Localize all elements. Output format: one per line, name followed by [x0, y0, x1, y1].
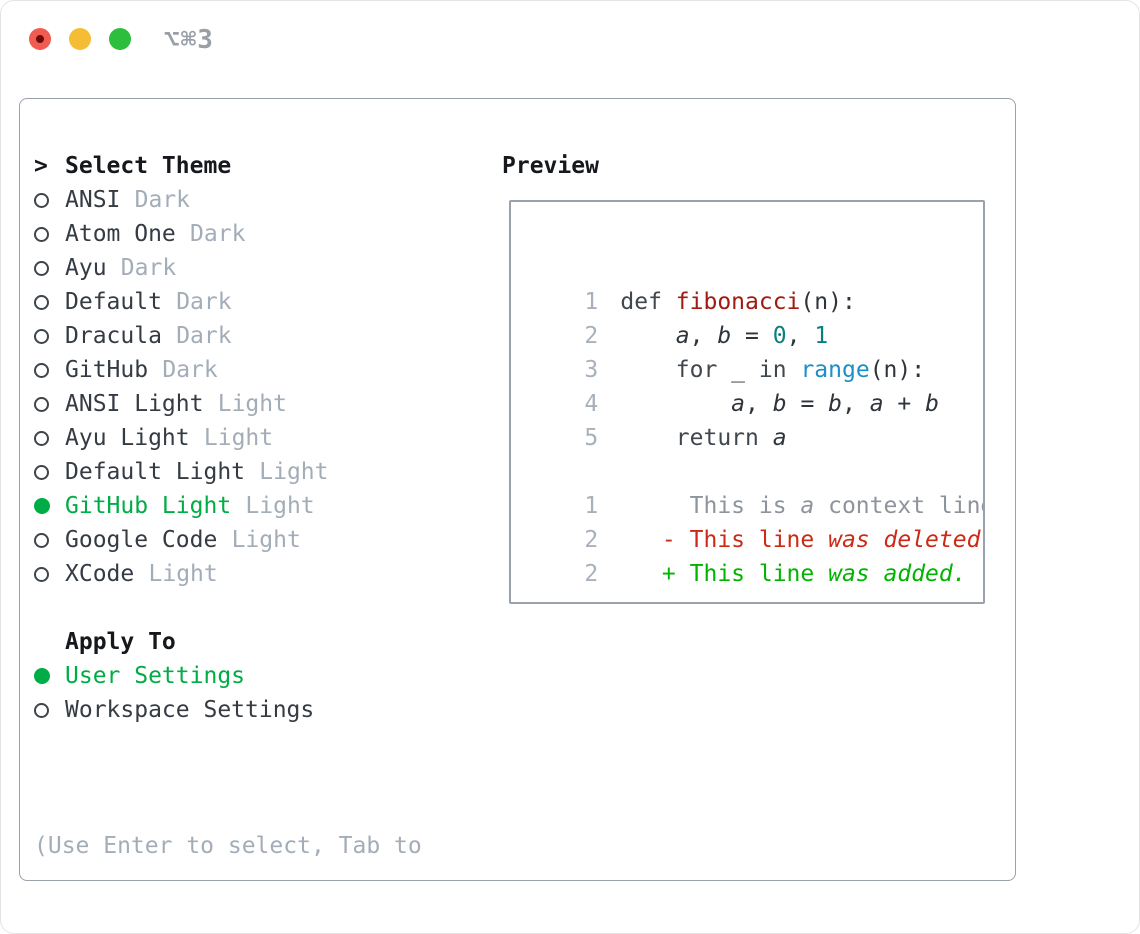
radio-icon: [34, 294, 49, 310]
window-titlebar: ⌥⌘3: [1, 1, 1139, 77]
radio-icon: [34, 430, 49, 446]
theme-name: Google Code: [65, 527, 218, 553]
apply-to-header: Apply To: [34, 625, 484, 659]
theme-variant-tag: Light: [217, 391, 287, 417]
line-number: 4: [584, 391, 599, 417]
theme-option[interactable]: Default Light Light: [34, 455, 484, 489]
close-button[interactable]: [29, 28, 51, 50]
radio-icon: [34, 668, 50, 684]
theme-name: ANSI Light: [65, 391, 204, 417]
code-line: 5 return a: [529, 387, 983, 451]
radio-icon: [34, 498, 50, 514]
theme-selector-column: > Select Theme ANSI Dark Atom One Dark A…: [34, 149, 484, 933]
line-number: 2: [584, 527, 599, 553]
code-line: 2 - This line was deleted.: [529, 489, 983, 553]
close-dot-icon: [36, 35, 44, 43]
window-title: ⌥⌘3: [164, 25, 214, 55]
theme-variant-tag: Dark: [134, 187, 191, 213]
radio-icon: [34, 702, 49, 718]
theme-name: ANSI: [65, 187, 121, 213]
theme-option[interactable]: Dracula Dark: [34, 319, 484, 353]
radio-icon: [34, 396, 49, 412]
section-gap: [34, 727, 484, 761]
line-number: 1: [584, 493, 599, 519]
zoom-button[interactable]: [109, 28, 131, 50]
theme-variant-tag: Dark: [190, 221, 246, 247]
theme-list: ANSI Dark Atom One Dark Ayu Dark Default…: [34, 183, 484, 591]
code-line: 4 a, b = b, a + b: [529, 353, 983, 417]
radio-icon: [34, 566, 49, 582]
theme-variant-tag: Light: [203, 425, 274, 451]
apply-target-label: Workspace Settings: [65, 697, 315, 723]
theme-name: GitHub: [65, 357, 149, 383]
line-number: 5: [584, 425, 599, 451]
code-line: 2 a, b = 0, 1: [529, 285, 983, 349]
theme-name: GitHub Light: [65, 493, 232, 519]
minimize-button[interactable]: [69, 28, 91, 50]
theme-option[interactable]: Default Dark: [34, 285, 484, 319]
theme-name: Default Light: [65, 459, 246, 485]
apply-to-options: User Settings Workspace Settings: [34, 659, 484, 727]
theme-variant-tag: Light: [148, 561, 218, 587]
theme-variant-tag: Dark: [120, 255, 177, 281]
theme-variant-tag: Dark: [162, 357, 218, 383]
theme-option[interactable]: Atom One Dark: [34, 217, 484, 251]
apply-target-option[interactable]: User Settings: [34, 659, 484, 693]
radio-icon: [34, 464, 49, 480]
line-number: 1: [584, 289, 599, 315]
theme-name: Default: [65, 289, 162, 315]
apply-target-label: User Settings: [65, 663, 246, 689]
theme-variant-tag: Dark: [176, 289, 232, 315]
theme-option[interactable]: GitHub Dark: [34, 353, 484, 387]
theme-option[interactable]: Ayu Dark: [34, 251, 484, 285]
theme-option[interactable]: XCode Light: [34, 557, 484, 591]
preview-title: Preview: [502, 153, 599, 179]
selection-cursor-icon: >: [34, 153, 48, 179]
apply-target-option[interactable]: Workspace Settings: [34, 693, 484, 727]
theme-option[interactable]: Google Code Light: [34, 523, 484, 557]
apply-to-title: Apply To: [65, 629, 176, 655]
radio-icon: [34, 328, 49, 344]
theme-list-header: > Select Theme: [34, 149, 484, 183]
hint-text: (Use Enter to select, Tab to change focu…: [34, 761, 484, 933]
radio-icon: [34, 226, 49, 242]
theme-option[interactable]: Ayu Light Light: [34, 421, 484, 455]
line-number: 2: [584, 323, 599, 349]
theme-variant-tag: Dark: [176, 323, 232, 349]
radio-icon: [34, 260, 49, 276]
theme-variant-tag: Light: [231, 527, 301, 553]
code-line: 1 This is a context line.: [529, 455, 983, 519]
theme-option[interactable]: GitHub Light Light: [34, 489, 484, 523]
main-panel: > Select Theme ANSI Dark Atom One Dark A…: [19, 98, 1016, 881]
radio-icon: [34, 532, 49, 548]
theme-name: Ayu: [65, 255, 107, 281]
theme-variant-tag: Light: [245, 493, 315, 519]
theme-option[interactable]: ANSI Dark: [34, 183, 484, 217]
theme-name: Dracula: [65, 323, 162, 349]
code-line: 2 + This line was added.: [529, 523, 983, 587]
radio-icon: [34, 362, 49, 378]
theme-name: XCode: [65, 561, 135, 587]
radio-icon: [34, 192, 49, 208]
hint-line-1: (Use Enter to select, Tab to: [34, 833, 422, 859]
theme-name: Atom One: [65, 221, 176, 247]
line-number: 2: [584, 561, 599, 587]
section-gap: [34, 591, 484, 625]
code-line: 3 for _ in range(n):: [529, 319, 983, 383]
theme-variant-tag: Light: [259, 459, 329, 485]
theme-list-title: Select Theme: [65, 153, 232, 179]
line-number: 3: [584, 357, 599, 383]
theme-option[interactable]: ANSI Light Light: [34, 387, 484, 421]
theme-name: Ayu Light: [65, 425, 190, 451]
